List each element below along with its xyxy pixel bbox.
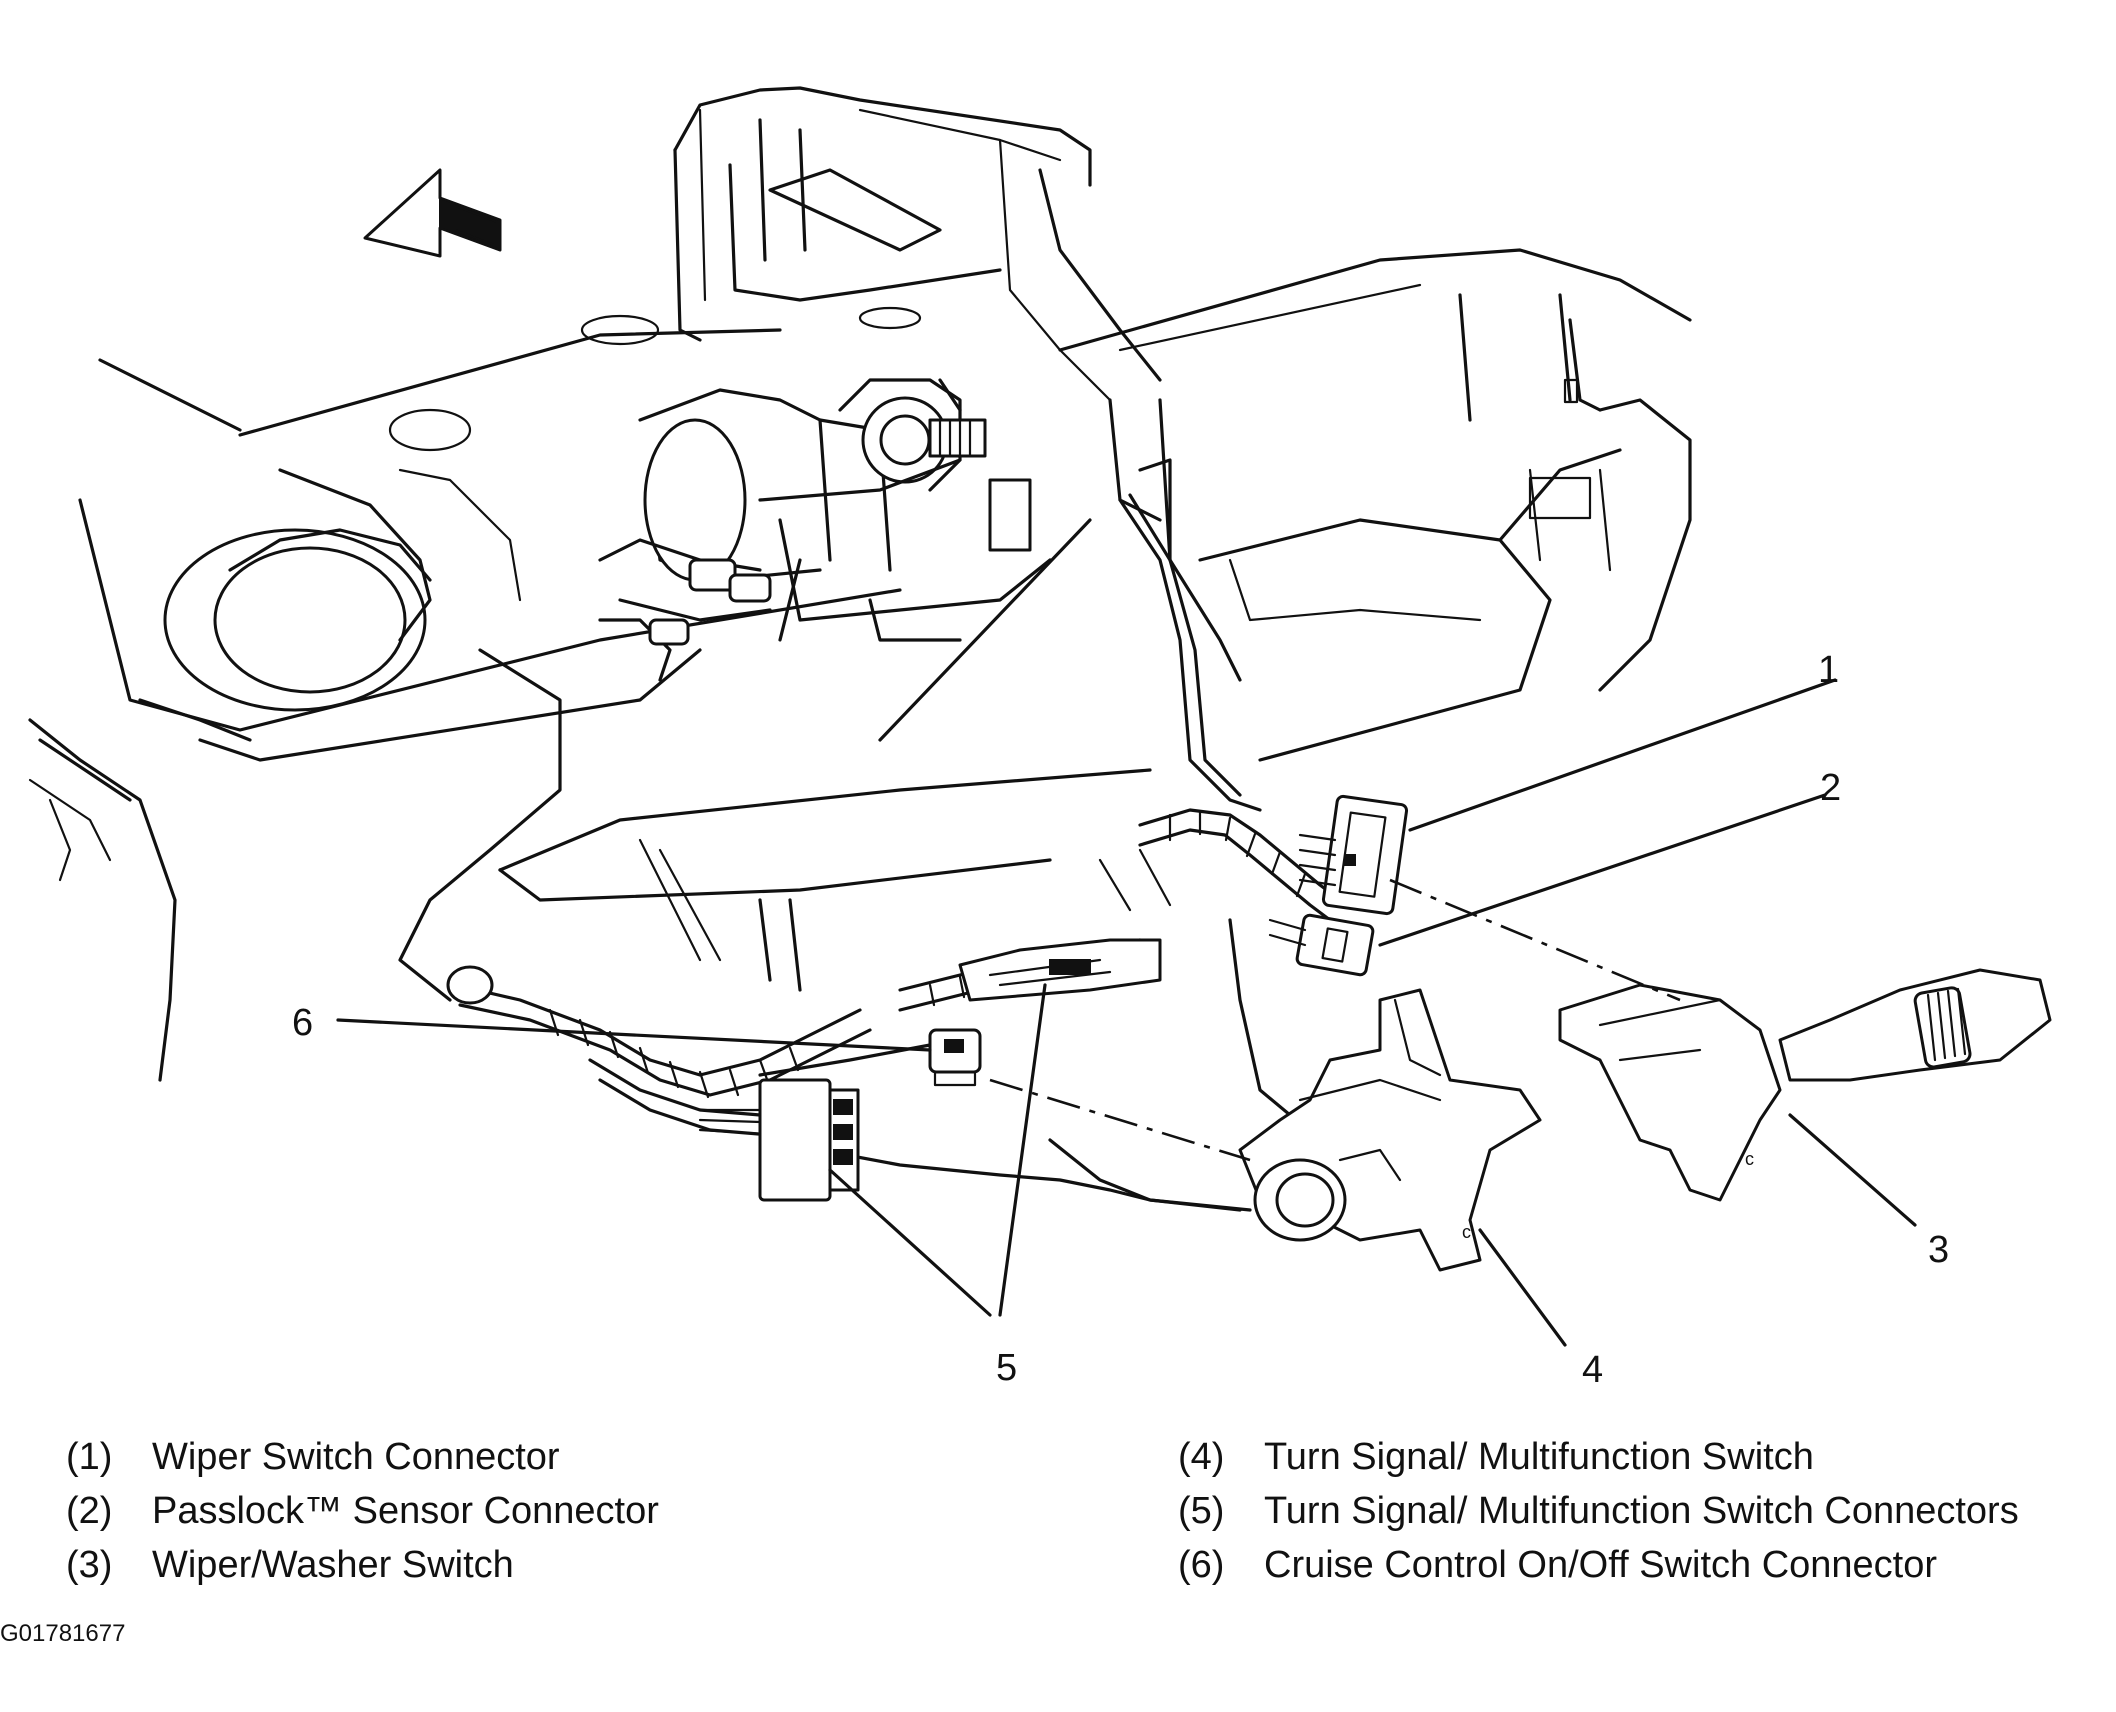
legend-item: (3) Wiper/Washer Switch [66, 1538, 659, 1592]
legend-item: (6) Cruise Control On/Off Switch Connect… [1178, 1538, 2019, 1592]
multifunction-switch-connector-upper [958, 938, 1162, 1002]
connection-dash-lines [989, 878, 1681, 1162]
legend-label: Turn Signal/ Multifunction Switch Connec… [1264, 1490, 2019, 1532]
legend-number: (3) [66, 1544, 113, 1586]
callout-2: 2 [1820, 767, 1841, 809]
legend-label: Passlock™ Sensor Connector [152, 1490, 659, 1532]
callout-5: 5 [996, 1347, 1017, 1389]
turn-signal-multifunction-switch: c [1238, 988, 1542, 1272]
callout-1: 1 [1818, 649, 1839, 691]
passlock-sensor-connector [1268, 913, 1375, 977]
legend-label: Wiper Switch Connector [152, 1436, 560, 1478]
legend-item: (1) Wiper Switch Connector [66, 1430, 659, 1484]
legend-label: Wiper/Washer Switch [152, 1544, 514, 1586]
svg-text:c: c [1462, 1222, 1471, 1242]
legend-right-column: (4) Turn Signal/ Multifunction Switch (5… [1178, 1430, 2019, 1592]
legend-left-column: (1) Wiper Switch Connector (2) Passlock™… [66, 1430, 659, 1592]
cruise-control-switch-connector [928, 1028, 982, 1087]
wiper-switch-connector [1298, 794, 1409, 916]
legend-number: (6) [1178, 1544, 1225, 1586]
callout-6: 6 [292, 1002, 313, 1044]
legend-number: (2) [66, 1490, 113, 1532]
legend-number: (1) [66, 1436, 113, 1478]
legend-number: (5) [1178, 1490, 1225, 1532]
legend-number: (4) [1178, 1436, 1225, 1478]
svg-text:c: c [1745, 1149, 1754, 1169]
legend-label: Turn Signal/ Multifunction Switch [1264, 1436, 1814, 1478]
legend-item: (2) Passlock™ Sensor Connector [66, 1484, 659, 1538]
wiring-harness [446, 808, 1342, 1212]
legend-label: Cruise Control On/Off Switch Connector [1264, 1544, 1938, 1586]
callout-4: 4 [1582, 1349, 1603, 1391]
forward-direction-arrow-icon [363, 168, 502, 258]
instrument-panel-structure [28, 86, 1692, 1212]
wiper-washer-switch: c [1558, 968, 2052, 1202]
legend-item: (5) Turn Signal/ Multifunction Switch Co… [1178, 1484, 2019, 1538]
callout-leader-lines [336, 678, 1917, 1347]
legend-item: (4) Turn Signal/ Multifunction Switch [1178, 1430, 2019, 1484]
callout-3: 3 [1928, 1229, 1949, 1271]
figure-code: G01781677 [0, 1620, 126, 1647]
